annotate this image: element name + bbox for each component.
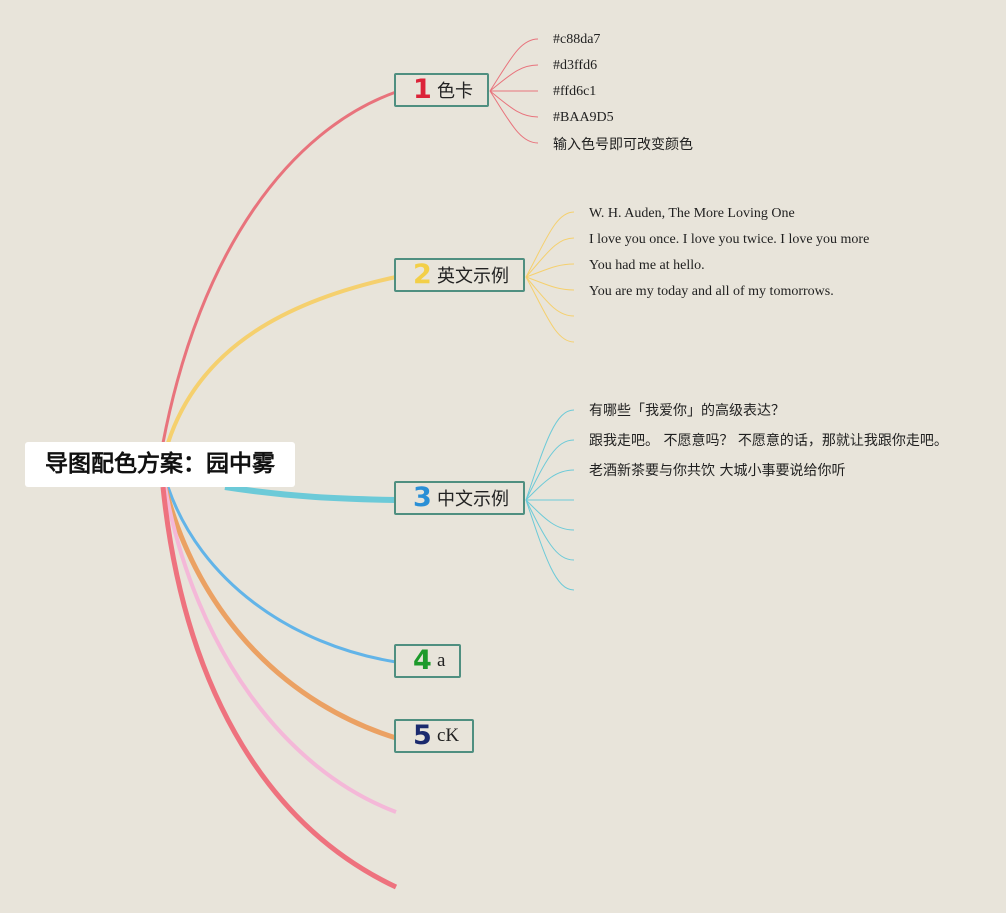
leaf-english-3[interactable]: You had me at hello. [589, 258, 705, 273]
connector-branch-pink [163, 486, 397, 814]
connector-branch-2 [166, 275, 397, 444]
leaf-chinese-1[interactable]: 有哪些「我爱你」的高级表达？ [589, 403, 785, 419]
leaf-english-4[interactable]: You are my today and all of my tomorrows… [589, 284, 834, 299]
connector-branch-4 [166, 486, 397, 664]
branch-node-2[interactable]: 2 英文示例 [394, 258, 525, 292]
branch-number-2: 2 [413, 259, 432, 290]
leaf-color-1[interactable]: #c88da7 [553, 32, 601, 47]
branch-number-1: 1 [413, 74, 432, 105]
branch-node-1[interactable]: 1 色卡 [394, 73, 489, 107]
connector-branch-1 [161, 90, 397, 444]
branch-label-4: a [437, 650, 446, 671]
branch-label-3: 中文示例 [437, 489, 509, 510]
leaf-chinese-2[interactable]: 跟我走吧。 不愿意吗？ 不愿意的话，那就让我跟你走吧。 [589, 433, 948, 449]
branch-label-2: 英文示例 [437, 266, 509, 287]
connector-leaves-3 [525, 409, 575, 591]
branch-number-4: 4 [413, 645, 432, 676]
root-node[interactable]: 导图配色方案：园中雾 [25, 442, 295, 487]
branch-number-5: 5 [413, 720, 432, 751]
branch-node-3[interactable]: 3 中文示例 [394, 481, 525, 515]
branch-node-5[interactable]: 5 cK [394, 719, 474, 753]
leaf-color-2[interactable]: #d3ffd6 [553, 58, 598, 73]
branch-label-1: 色卡 [437, 81, 473, 102]
leaf-color-3[interactable]: #ffd6c1 [553, 84, 597, 99]
branch-label-5: cK [437, 725, 460, 746]
leaf-english-1[interactable]: W. H. Auden, The More Loving One [589, 206, 795, 221]
connector-branch-5 [162, 486, 397, 741]
leaf-english-2[interactable]: I love you once. I love you twice. I lov… [589, 232, 870, 247]
connector-leaves-2 [525, 211, 575, 343]
connector-branch-3 [224, 484, 397, 503]
leaf-color-4[interactable]: #BAA9D5 [553, 110, 614, 125]
branch-node-4[interactable]: 4 a [394, 644, 461, 678]
connector-branch-red [160, 486, 398, 890]
leaf-color-hint[interactable]: 输入色号即可改变颜色 [553, 137, 693, 153]
branch-number-3: 3 [413, 482, 432, 513]
leaf-chinese-3[interactable]: 老酒新茶要与你共饮 大城小事要说给你听 [589, 463, 846, 479]
connector-leaves-1 [489, 38, 539, 144]
